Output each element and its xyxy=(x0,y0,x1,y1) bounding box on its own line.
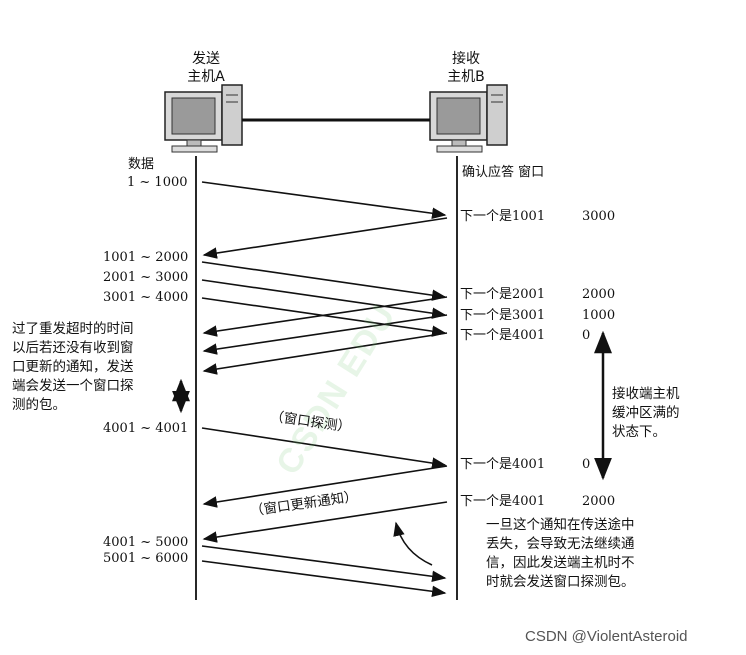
window-size: 0 xyxy=(582,457,591,472)
ack-4001-arrow xyxy=(202,332,448,375)
ack-2001-arrow xyxy=(202,296,448,337)
segment-3-arrow xyxy=(201,279,447,319)
segment-2-arrow xyxy=(201,261,447,301)
range-label: 1001 ~ 2000 xyxy=(103,250,189,265)
ack-label: 下一个是4001 xyxy=(460,328,546,343)
ack-3001-arrow xyxy=(202,314,448,355)
range-label: 4001 ~ 5000 xyxy=(103,535,189,550)
ack-label: 下一个是2001 xyxy=(460,287,546,302)
lost-notification-note: 一旦这个通知在传送途中 丢失，会导致无法继续通 信，因此发送端主机时不 时就会发… xyxy=(486,517,635,590)
ack-label: 下一个是1001 xyxy=(460,209,546,224)
segment-5-arrow xyxy=(201,545,447,583)
ack-label: 下一个是4001 xyxy=(460,494,546,509)
range-label: 5001 ~ 6000 xyxy=(103,551,189,566)
range-label: 4001 ~ 4001 xyxy=(103,421,189,436)
host-a-label: 发送 主机A xyxy=(187,51,225,85)
window-size: 2000 xyxy=(582,287,616,302)
data-heading: 数据 xyxy=(128,157,155,172)
window-size: 0 xyxy=(582,328,591,343)
segment-1-arrow xyxy=(201,181,447,219)
host-b-computer-icon xyxy=(429,84,508,153)
host-b-label: 接收 主机B xyxy=(447,51,485,85)
ack-label: 下一个是3001 xyxy=(460,308,546,323)
window-update-arrow xyxy=(202,501,448,543)
source-watermark: CSDN @ViolentAsteroid xyxy=(525,628,688,645)
lost-note-pointer-arrow xyxy=(393,521,433,566)
window-size: 3000 xyxy=(582,209,616,224)
ack-label: 下一个是4001 xyxy=(460,457,546,472)
range-label: 2001 ~ 3000 xyxy=(103,270,189,285)
window-size: 1000 xyxy=(582,308,616,323)
timeout-note: 过了重发超时的时间 以后若还没有收到窗 口更新的通知，发送 端会发送一个窗口探 … xyxy=(12,321,134,413)
host-a-computer-icon xyxy=(164,84,243,153)
window-probe-arrow xyxy=(201,427,447,469)
segment-6-arrow xyxy=(201,560,447,598)
range-label: 3001 ~ 4000 xyxy=(103,290,189,305)
ack-1001-arrow xyxy=(202,217,448,259)
window-size: 2000 xyxy=(582,494,616,509)
buffer-full-note: 接收端主机 缓冲区满的 状态下。 xyxy=(612,386,680,440)
receiver-heading: 确认应答 窗口 xyxy=(462,165,545,180)
probe-ack-arrow xyxy=(202,465,448,508)
range-label: 1 ~ 1000 xyxy=(127,175,188,190)
